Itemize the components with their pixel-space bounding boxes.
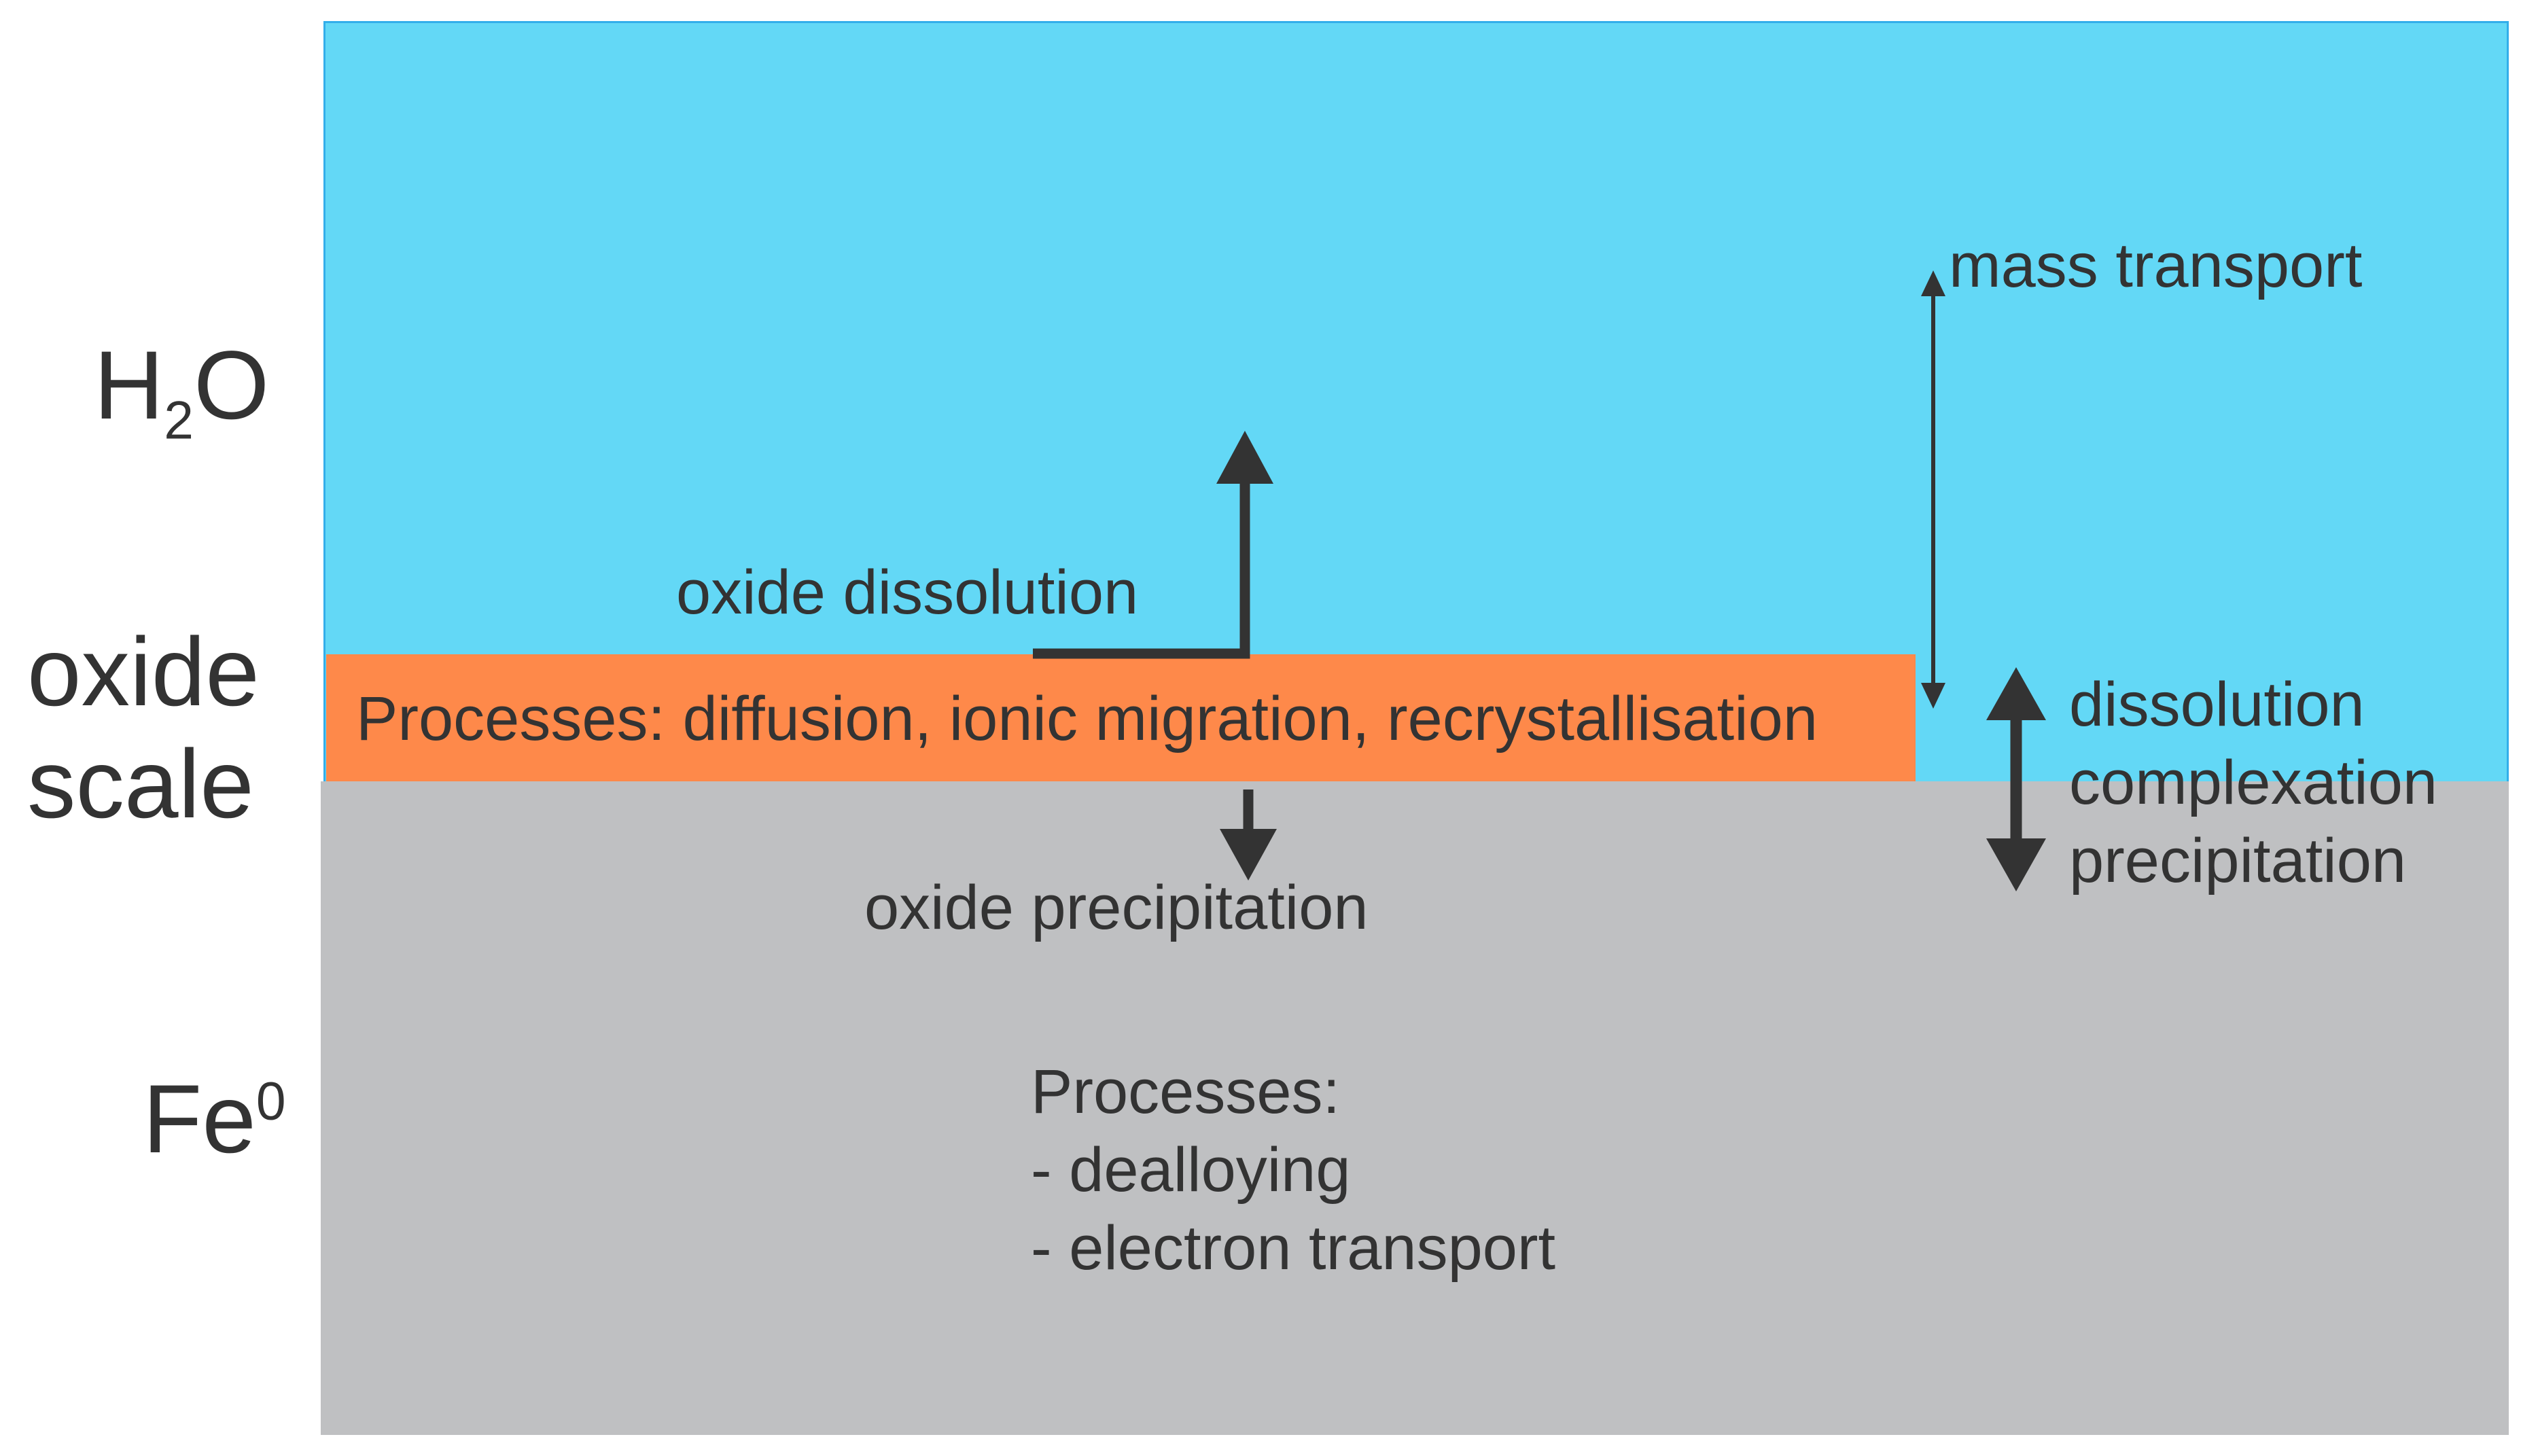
- metal-processes-heading: Processes:: [1031, 1057, 1341, 1126]
- interface-process-complexation: complexation: [2069, 748, 2438, 817]
- oxide-dissolution-arrow: [1033, 431, 1273, 659]
- oxide-scale-label-line2: scale: [27, 730, 254, 838]
- metal-label-superscript: 0: [255, 1071, 286, 1131]
- interface-process-dissolution: dissolution: [2069, 670, 2365, 739]
- mass-transport-label: mass transport: [1949, 231, 2363, 300]
- water-label-subscript: 2: [164, 390, 194, 450]
- interface-processes-list: dissolution complexation precipitation: [2069, 666, 2437, 900]
- interface-process-precipitation: precipitation: [2069, 826, 2407, 895]
- oxide-precipitation-label: oxide precipitation: [864, 873, 1369, 942]
- oxide-dissolution-label: oxide dissolution: [676, 558, 1139, 627]
- metal-processes-list: Processes: - dealloying - electron trans…: [1031, 1053, 1555, 1288]
- interface-processes-arrow: [1986, 667, 2046, 891]
- metal-process-electron-transport: - electron transport: [1031, 1213, 1556, 1283]
- oxide-precipitation-arrow: [1220, 789, 1277, 881]
- oxide-scale-label-line1: oxide: [27, 618, 260, 726]
- iron-metal-region: [321, 781, 2509, 1435]
- mass-transport-arrow: [1921, 270, 1945, 709]
- water-label: H2O: [94, 332, 270, 450]
- metal-label: Fe0: [143, 1065, 286, 1173]
- oxide-scale-label: oxide scale: [27, 616, 260, 840]
- metal-process-dealloying: - dealloying: [1031, 1135, 1351, 1205]
- scale-processes-label: Processes: diffusion, ionic migration, r…: [356, 684, 1818, 753]
- oxide-scale-region: [326, 654, 1916, 781]
